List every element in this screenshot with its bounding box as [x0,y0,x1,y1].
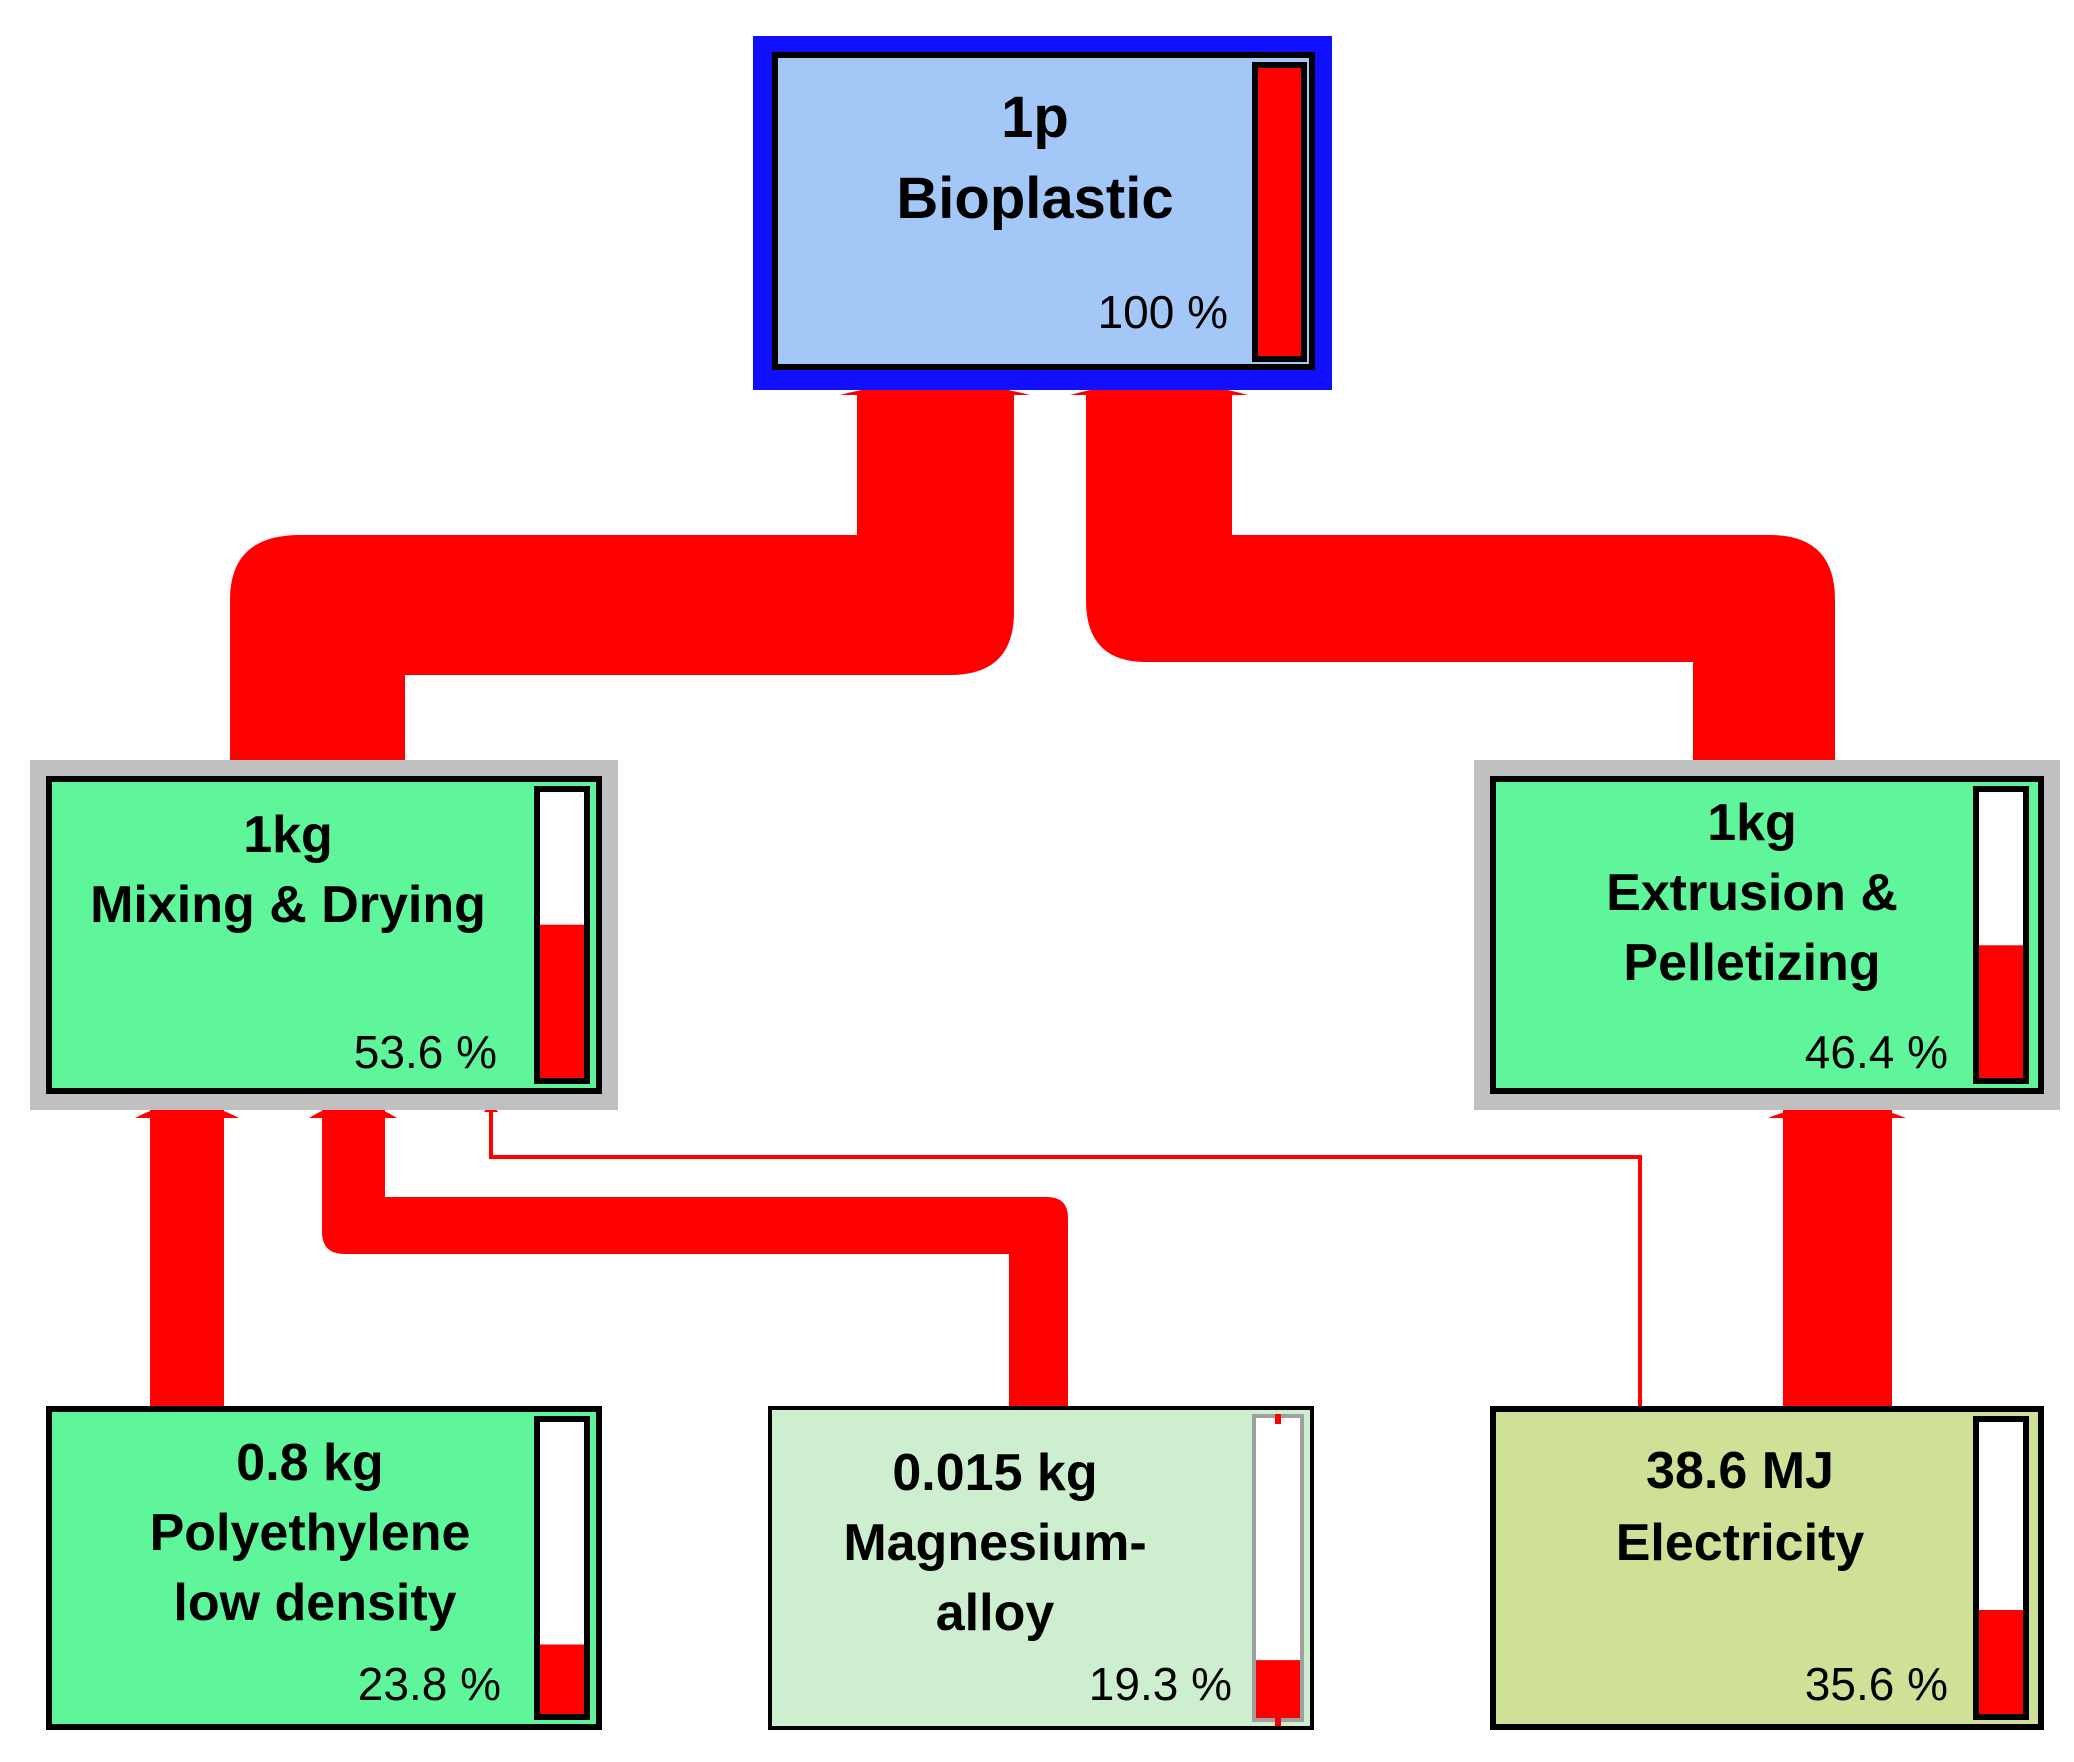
node-electricity-name: Electricity [1616,1514,1865,1572]
node-extrusion-pelletizing-amount: 1kg [1707,794,1797,852]
node-magnesium-alloy[interactable]: 0.015 kg Magnesium- alloy 19.3 % [768,1406,1314,1730]
node-bioplastic-bar-fill [1258,68,1301,356]
flow-electricity-to-mixing [489,1108,1642,1410]
node-polyethylene-percent: 23.8 % [358,1658,501,1710]
node-electricity-percent: 35.6 % [1805,1658,1948,1710]
node-mixing-drying[interactable]: 1kg Mixing & Drying 53.6 % [30,760,618,1110]
node-bioplastic-box [778,58,1309,364]
node-bioplastic-amount: 1p [1001,85,1069,150]
node-extrusion-pelletizing-box [1496,782,2038,1088]
node-extrusion-pelletizing-name-line1: Extrusion & [1606,864,1898,922]
node-polyethylene-bar-fill [540,1644,584,1714]
node-mixing-drying-box [52,782,596,1088]
node-polyethylene[interactable]: 0.8 kg Polyethylene low density 23.8 % [46,1406,602,1730]
flow-magnesium-to-mixing [322,1108,1068,1410]
node-mixing-drying-amount: 1kg [243,806,333,864]
node-mixing-drying-percent: 53.6 % [354,1026,497,1078]
node-magnesium-alloy-name-line2: alloy [936,1584,1055,1642]
flow-layer [135,382,1906,1410]
node-magnesium-alloy-bar-fill [1256,1660,1300,1718]
flow-extrusion-to-bioplastic [1086,392,1835,780]
node-mixing-drying-bar-fill [540,924,584,1078]
node-bioplastic-name: Bioplastic [896,166,1173,231]
node-extrusion-pelletizing-name-line2: Pelletizing [1623,934,1880,992]
node-bioplastic[interactable]: 1p Bioplastic 100 % [753,36,1332,390]
flow-electricity-to-extrusion [1783,1108,1892,1410]
node-extrusion-pelletizing-bar-fill [1979,945,2023,1078]
node-electricity-bar-fill [1979,1610,2023,1714]
node-extrusion-pelletizing[interactable]: 1kg Extrusion & Pelletizing 46.4 % [1474,760,2060,1110]
node-mixing-drying-name: Mixing & Drying [90,876,486,934]
node-magnesium-alloy-bar-marker-top [1275,1414,1281,1424]
node-polyethylene-name-line2: low density [173,1574,456,1632]
node-extrusion-pelletizing-percent: 46.4 % [1805,1026,1948,1078]
node-polyethylene-name-line1: Polyethylene [150,1504,471,1562]
node-magnesium-alloy-bar-marker-bottom [1275,1716,1281,1726]
node-electricity[interactable]: 38.6 MJ Electricity 35.6 % [1490,1406,2044,1730]
node-magnesium-alloy-amount: 0.015 kg [892,1444,1097,1502]
node-electricity-amount: 38.6 MJ [1646,1442,1834,1500]
node-polyethylene-amount: 0.8 kg [236,1434,383,1492]
node-polyethylene-box [52,1412,596,1724]
node-magnesium-alloy-box [772,1410,1310,1726]
node-magnesium-alloy-percent: 19.3 % [1089,1658,1232,1710]
node-magnesium-alloy-name-line1: Magnesium- [843,1514,1146,1572]
node-bioplastic-percent: 100 % [1098,286,1228,338]
flow-mixing-to-bioplastic [230,392,1014,780]
flow-polyethylene-to-mixing [150,1108,224,1410]
node-electricity-box [1496,1412,2038,1724]
